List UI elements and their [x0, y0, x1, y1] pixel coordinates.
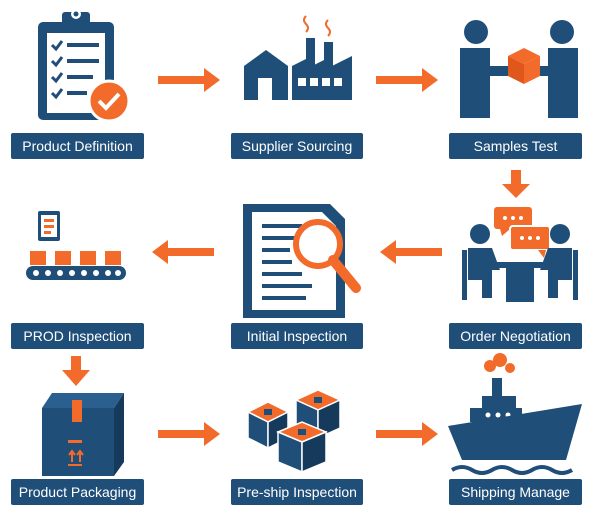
- arrow-down-2: [62, 356, 90, 386]
- arrow-right-3: [158, 422, 220, 446]
- arrow-right-4: [376, 422, 438, 446]
- document-magnifier-icon: [243, 204, 361, 318]
- step-label-supplier-sourcing: Supplier Sourcing: [231, 133, 363, 159]
- production-line-icon: [26, 211, 126, 280]
- arrow-right-1: [158, 68, 220, 92]
- meeting-table-icon: [462, 207, 578, 302]
- step-label-product-definition: Product Definition: [11, 133, 144, 159]
- step-label-shipping-manage: Shipping Manage: [449, 479, 582, 505]
- step-label-initial-inspection: Initial Inspection: [231, 323, 363, 349]
- step-label-order-negotiation: Order Negotiation: [449, 323, 582, 349]
- handover-box-icon: [460, 20, 578, 118]
- step-label-pre-ship-inspection: Pre-ship Inspection: [231, 479, 363, 505]
- step-label-samples-test: Samples Test: [449, 133, 582, 159]
- stacked-boxes-icon: [246, 389, 342, 474]
- step-label-product-packaging: Product Packaging: [11, 479, 144, 505]
- factory-icon: [244, 15, 352, 100]
- arrow-left-1: [380, 240, 442, 264]
- arrow-right-2: [376, 68, 438, 92]
- cargo-ship-icon: [448, 353, 582, 475]
- clipboard-checklist-icon: [38, 9, 131, 123]
- step-label-prod-inspection: PROD Inspection: [11, 323, 144, 349]
- arrow-down-1: [502, 170, 530, 198]
- arrow-left-2: [152, 240, 214, 264]
- cardboard-box-icon: [42, 393, 124, 476]
